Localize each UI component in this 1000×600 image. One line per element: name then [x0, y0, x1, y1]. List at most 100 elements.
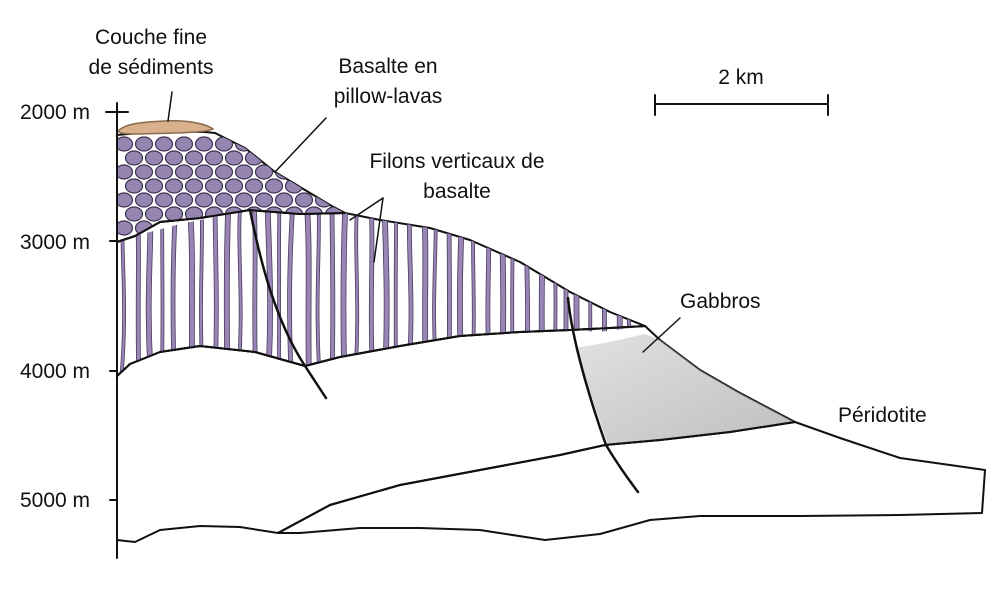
pillow [254, 164, 274, 180]
pillow [117, 192, 134, 208]
pillow [124, 178, 144, 194]
pillow [244, 178, 264, 194]
dike-streak [159, 210, 165, 376]
dike-streak [446, 210, 452, 376]
dike-streak [287, 210, 296, 376]
pillow [194, 192, 214, 208]
depth-label-5000: 5000 m [20, 489, 90, 512]
sediment-cap [117, 120, 215, 135]
pillow [204, 150, 224, 166]
pillow [144, 206, 164, 222]
depth-label-2000: 2000 m [20, 101, 90, 124]
pillow [244, 150, 264, 166]
pillow [214, 164, 234, 180]
pillow [194, 164, 214, 180]
pillow [184, 178, 204, 194]
pillow-label-line1: Basalte en [338, 55, 437, 78]
pillow [294, 192, 314, 208]
pillow [304, 150, 324, 166]
dike-streak [510, 210, 516, 376]
pillow [154, 136, 174, 152]
pillow [124, 206, 144, 222]
pillow [134, 136, 154, 152]
gabbro-annotation: Gabbros [642, 290, 761, 353]
pillow [174, 192, 194, 208]
depth-label-4000: 4000 m [20, 360, 90, 383]
pillow-annotation: Basalte en pillow-lavas [274, 55, 442, 173]
scale-bar: 2 km [654, 66, 829, 116]
fault-left [248, 208, 328, 400]
dike-streak [498, 210, 507, 376]
vertical-dikes [119, 210, 633, 376]
pillow [164, 178, 184, 194]
pillow [144, 150, 164, 166]
pillow [264, 178, 284, 194]
depth-label-3000: 3000 m [20, 231, 90, 254]
dike-streak [329, 210, 336, 376]
pillow [154, 192, 174, 208]
scale-bar-label: 2 km [718, 66, 764, 89]
pillow [224, 178, 244, 194]
pillow [117, 136, 134, 152]
dike-streak [315, 210, 322, 376]
sediments-annotation: Couche fine de sédiments [89, 26, 214, 122]
dike-streak [145, 210, 155, 376]
dike-streak [368, 210, 376, 376]
pillow [164, 150, 184, 166]
gabbro-right-block [575, 334, 795, 445]
pillow [264, 150, 284, 166]
pillow [314, 136, 334, 152]
dike-streak [276, 210, 282, 376]
dike-streak [134, 210, 142, 376]
gabbro-label: Gabbros [680, 290, 761, 313]
dike-streak [522, 210, 530, 376]
dike-streak [170, 210, 179, 376]
dike-streak [420, 210, 429, 376]
dikes-label-line2: basalte [423, 180, 491, 203]
dike-streak [223, 210, 232, 376]
pillow [294, 164, 314, 180]
pillow [134, 192, 154, 208]
pillow [274, 192, 294, 208]
pillow [174, 164, 194, 180]
dike-streak [264, 210, 274, 376]
dike-streak [485, 210, 493, 376]
peridotite-label: Péridotite [838, 404, 927, 427]
dike-streak [212, 210, 219, 376]
dike-streak [199, 210, 205, 376]
pillow [144, 178, 164, 194]
dike-streak [303, 210, 312, 376]
pillow [294, 136, 314, 152]
pillow [324, 178, 344, 194]
fault-right [566, 296, 640, 494]
pillow [154, 164, 174, 180]
pillow [134, 164, 154, 180]
dike-streak [432, 210, 439, 376]
dike-streak [186, 210, 195, 376]
dike-streak [353, 210, 360, 376]
pillow [254, 192, 274, 208]
dike-streak [405, 210, 414, 376]
dike-streak [470, 210, 477, 376]
pillow [234, 164, 254, 180]
pillow [214, 192, 234, 208]
pillow [174, 136, 194, 152]
pillow [204, 178, 224, 194]
dike-streak [393, 210, 399, 376]
dike-streak [550, 210, 558, 376]
pillow [314, 164, 334, 180]
pillow [194, 220, 214, 236]
sediments-label-line2: de sédiments [89, 56, 214, 79]
sediments-label-line1: Couche fine [95, 26, 207, 49]
pillow [184, 150, 204, 166]
pillow [194, 136, 214, 152]
pillow [234, 192, 254, 208]
dikes-annotation: Filons verticaux de basalte [349, 150, 545, 263]
pillow [164, 206, 184, 222]
dike-streak [537, 210, 546, 376]
pillow [254, 136, 274, 152]
pillow [324, 150, 344, 166]
dike-streak [457, 210, 466, 376]
pillow [274, 136, 294, 152]
